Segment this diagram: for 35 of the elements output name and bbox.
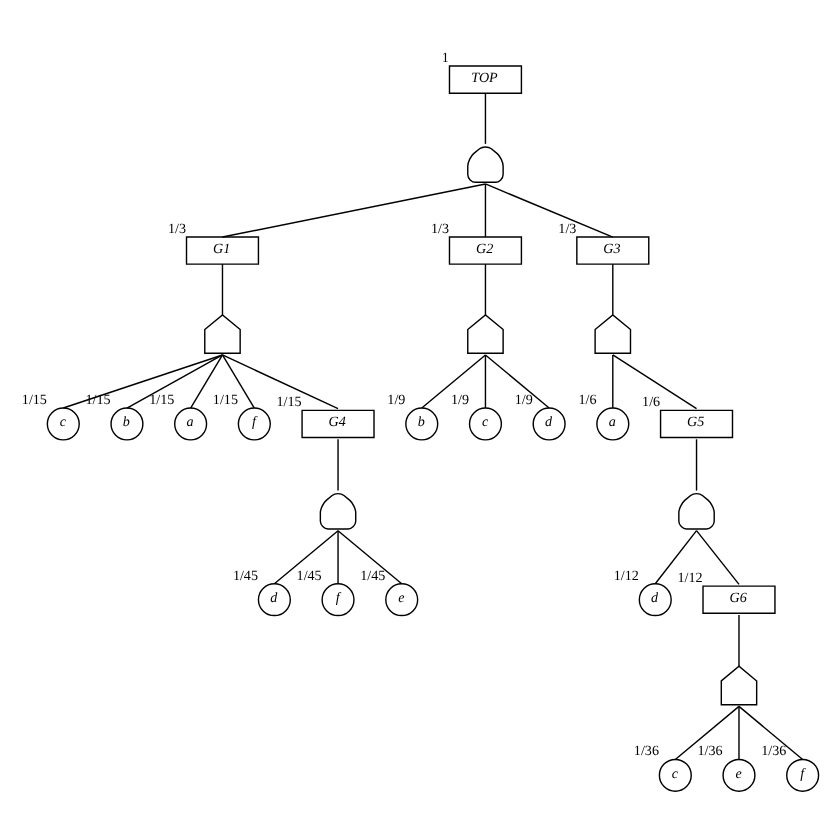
node-or-gate — [204, 312, 241, 353]
connector — [484, 182, 614, 237]
connector — [189, 353, 224, 408]
connector — [738, 704, 804, 760]
connector — [484, 353, 487, 408]
connector — [612, 353, 698, 409]
connector — [221, 353, 339, 409]
connector — [484, 262, 487, 315]
connector — [337, 528, 339, 584]
connector — [484, 353, 550, 408]
connector — [337, 528, 403, 584]
connector — [654, 528, 698, 584]
connector — [612, 353, 614, 408]
connector — [62, 353, 224, 408]
node-and-gate — [319, 491, 357, 529]
connector — [695, 437, 698, 491]
connector — [221, 182, 487, 237]
connector — [612, 262, 614, 315]
connector — [674, 704, 740, 760]
connector — [337, 437, 339, 491]
connector — [221, 353, 256, 408]
node-or-gate — [467, 312, 504, 353]
connector — [221, 262, 224, 315]
connector — [738, 704, 740, 760]
connector — [738, 613, 740, 666]
node-or-gate — [720, 664, 758, 705]
connector — [484, 182, 487, 237]
connector — [126, 353, 224, 408]
connector — [421, 353, 487, 408]
node-or-gate — [594, 312, 632, 353]
connector — [273, 528, 339, 584]
connector — [695, 528, 740, 585]
connector — [484, 91, 487, 144]
node-and-gate — [678, 491, 715, 529]
node-and-gate — [467, 145, 504, 182]
